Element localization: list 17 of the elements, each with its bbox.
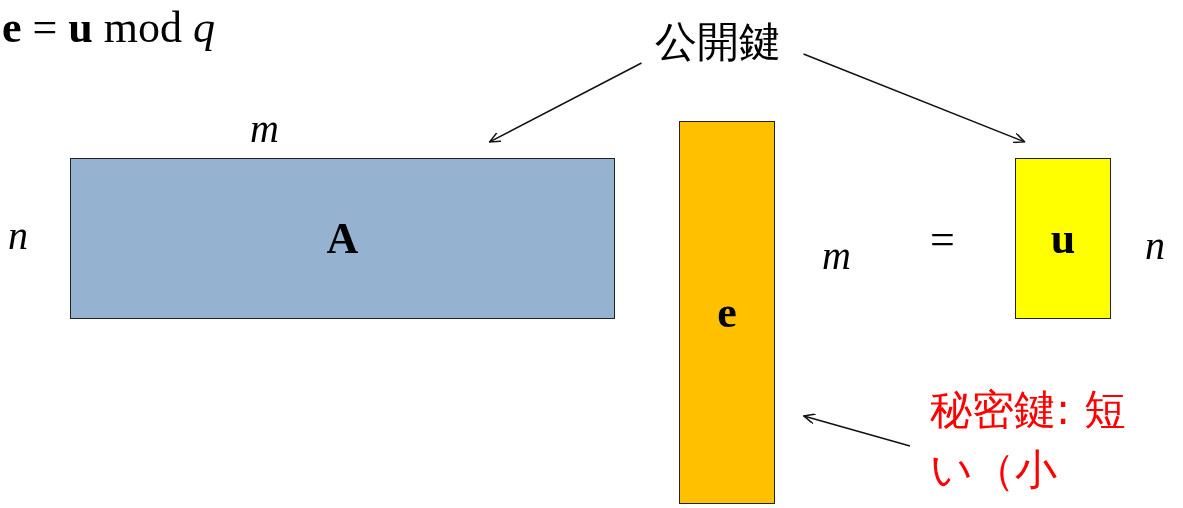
dimension-label: n	[8, 212, 28, 259]
dimension-label: n	[1145, 222, 1165, 269]
equals-sign: =	[930, 214, 955, 265]
secret-key-label: 秘密鍵: 短い（小	[930, 380, 1130, 500]
dimension-label: m	[822, 232, 851, 279]
dimension-label: m	[250, 105, 279, 152]
matrix-symbol: A	[326, 213, 359, 264]
public-key-label: 公開鍵	[655, 12, 790, 72]
matrix-symbol: e	[717, 287, 737, 338]
arrow	[488, 62, 643, 143]
vector-box	[1015, 158, 1111, 319]
equation: e = u mod q	[2, 2, 216, 53]
arrow	[803, 413, 911, 447]
matrix-symbol: u	[1050, 213, 1076, 264]
arrow	[802, 53, 1026, 144]
matrix-box	[70, 158, 615, 319]
vector-box	[679, 121, 775, 504]
